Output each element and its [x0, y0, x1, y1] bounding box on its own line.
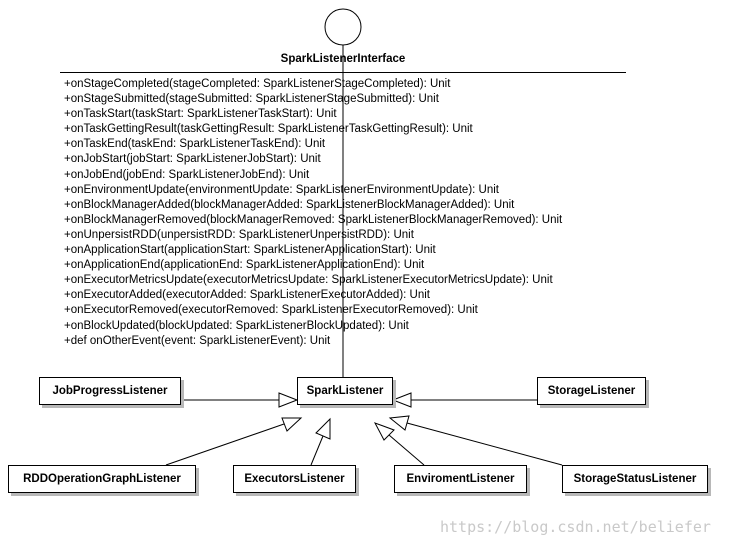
interface-method: +onExecutorRemoved(executorRemoved: Spar…	[64, 304, 478, 317]
class-storage-status-listener: StorageStatusListener	[562, 465, 708, 493]
gen-arrowhead-job-progress	[278, 392, 299, 408]
interface-method: +onStageCompleted(stageCompleted: SparkL…	[64, 78, 451, 90]
interface-lollipop-circle	[324, 8, 362, 46]
watermark-url: https://blog.csdn.net/beliefer	[440, 518, 711, 536]
class-name: StorageStatusListener	[573, 473, 697, 485]
class-rdd-operation-graph-listener: RDDOperationGraphListener	[8, 465, 196, 493]
interface-method: +onJobStart(jobStart: SparkListenerJobSt…	[64, 153, 321, 166]
gen-line-enviroment	[388, 434, 425, 466]
interface-method: +onApplicationStart(applicationStart: Sp…	[64, 244, 436, 257]
interface-method: +onApplicationEnd(applicationEnd: SparkL…	[64, 259, 425, 272]
gen-arrowhead-storage-status	[388, 415, 410, 431]
class-job-progress-listener: JobProgressListener	[39, 377, 181, 405]
gen-line-executors	[310, 435, 324, 466]
gen-arrowhead-rdd-operation-graph	[281, 417, 303, 432]
interface-method: +onBlockManagerRemoved(blockManagerRemov…	[64, 213, 563, 226]
interface-method: +onTaskEnd(taskEnd: SparkListenerTaskEnd…	[64, 138, 326, 151]
class-name: ExecutorsListener	[244, 473, 345, 485]
gen-arrowhead-storage	[391, 392, 412, 408]
interface-method: +onUnpersistRDD(unpersistRDD: SparkListe…	[64, 228, 414, 241]
interface-method: +onTaskStart(taskStart: SparkListenerTas…	[64, 108, 337, 121]
interface-method: +onStageSubmitted(stageSubmitted: SparkL…	[64, 93, 439, 106]
class-spark-listener: SparkListener	[297, 377, 393, 405]
gen-arrowhead-enviroment	[373, 422, 395, 441]
class-name: SparkListener	[306, 385, 384, 397]
interface-method: +onTaskGettingResult(taskGettingResult: …	[64, 123, 473, 136]
interface-method: +onExecutorAdded(executorAdded: SparkLis…	[64, 289, 430, 302]
interface-method-list: +onStageCompleted(stageCompleted: SparkL…	[64, 77, 562, 349]
interface-method: +onBlockUpdated(blockUpdated: SparkListe…	[64, 319, 409, 332]
class-name: StorageListener	[547, 385, 636, 397]
gen-line-rdd-operation-graph	[165, 423, 285, 466]
interface-method: +def onOtherEvent(event: SparkListenerEv…	[64, 334, 331, 347]
interface-method: +onJobEnd(jobEnd: SparkListenerJobEnd): …	[64, 168, 310, 181]
gen-line-storage-status	[406, 422, 563, 466]
class-name: JobProgressListener	[52, 385, 168, 397]
class-executors-listener: ExecutorsListener	[233, 465, 356, 493]
class-name: EnviromentListener	[406, 473, 515, 485]
gen-arrowhead-executors	[315, 417, 331, 440]
interface-divider	[60, 72, 626, 73]
interface-title: SparkListenerInterface	[280, 53, 406, 65]
class-name: RDDOperationGraphListener	[23, 473, 181, 485]
interface-method: +onEnvironmentUpdate(environmentUpdate: …	[64, 183, 500, 196]
interface-method: +onBlockManagerAdded(blockManagerAdded: …	[64, 198, 515, 211]
interface-method: +onExecutorMetricsUpdate(executorMetrics…	[64, 274, 553, 287]
class-enviroment-listener: EnviromentListener	[394, 465, 527, 493]
class-storage-listener: StorageListener	[537, 377, 646, 405]
